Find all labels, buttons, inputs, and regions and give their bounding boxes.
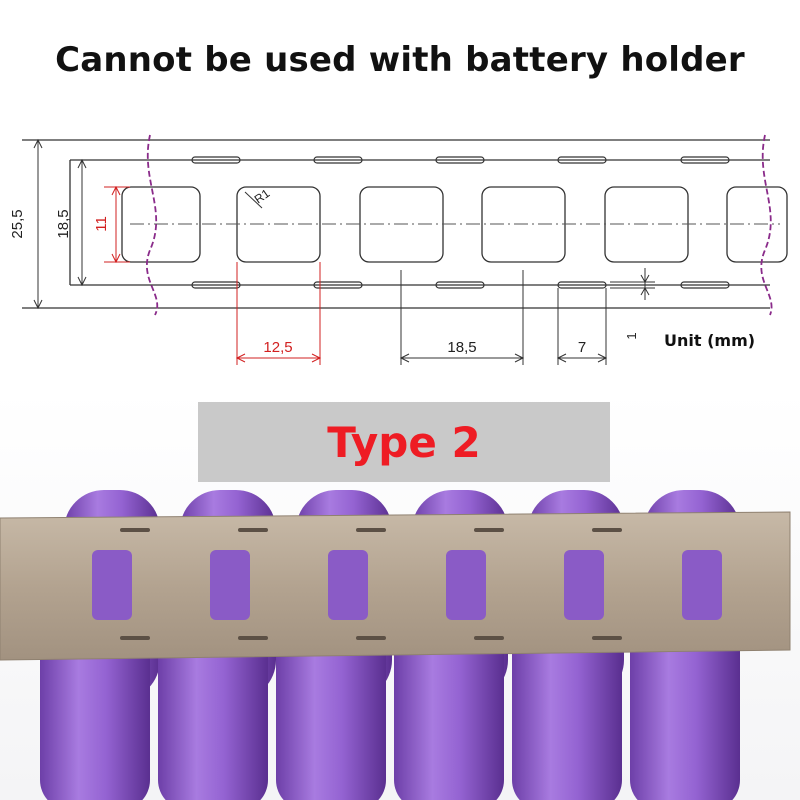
dim-hole-width-label: 12,5 bbox=[263, 339, 292, 356]
dim-strip-height bbox=[33, 138, 43, 310]
type-banner: Type 2 bbox=[198, 402, 610, 482]
dim-hole-pitch-vertical bbox=[77, 158, 87, 287]
dim-hole-pitch-label: 18,5 bbox=[447, 339, 476, 356]
product-photo bbox=[0, 390, 800, 800]
headline: Cannot be used with battery holder bbox=[55, 40, 745, 80]
dim-hole-height-label: 11 bbox=[93, 216, 110, 232]
battery-pack-illustration bbox=[0, 490, 791, 800]
break-lines bbox=[145, 134, 773, 316]
square-holes bbox=[121, 186, 788, 263]
type-banner-label: Type 2 bbox=[327, 417, 481, 467]
dim-slot-width bbox=[610, 268, 655, 300]
corner-radius-label: R1 bbox=[252, 186, 273, 206]
battery-cells-front-row bbox=[40, 620, 740, 800]
dim-hole-pitch-vertical-label: 18,5 bbox=[55, 209, 72, 238]
corner-radius-leader bbox=[244, 191, 263, 209]
dim-slot-width-label: 1 bbox=[624, 332, 639, 339]
dim-slot-length-label: 7 bbox=[578, 339, 586, 356]
dim-slot-length bbox=[556, 288, 608, 365]
unit-label: Unit (mm) bbox=[664, 331, 756, 350]
dim-hole-width bbox=[235, 262, 322, 365]
dim-hole-height bbox=[104, 185, 130, 264]
nickel-strip bbox=[0, 511, 791, 661]
technical-drawing: 25,5 18,5 11 R1 12,5 18,5 7 bbox=[9, 134, 788, 365]
dim-hole-pitch bbox=[399, 270, 525, 365]
dim-strip-height-label: 25,5 bbox=[9, 209, 26, 238]
strip-outline bbox=[22, 139, 770, 309]
slots bbox=[191, 156, 730, 289]
